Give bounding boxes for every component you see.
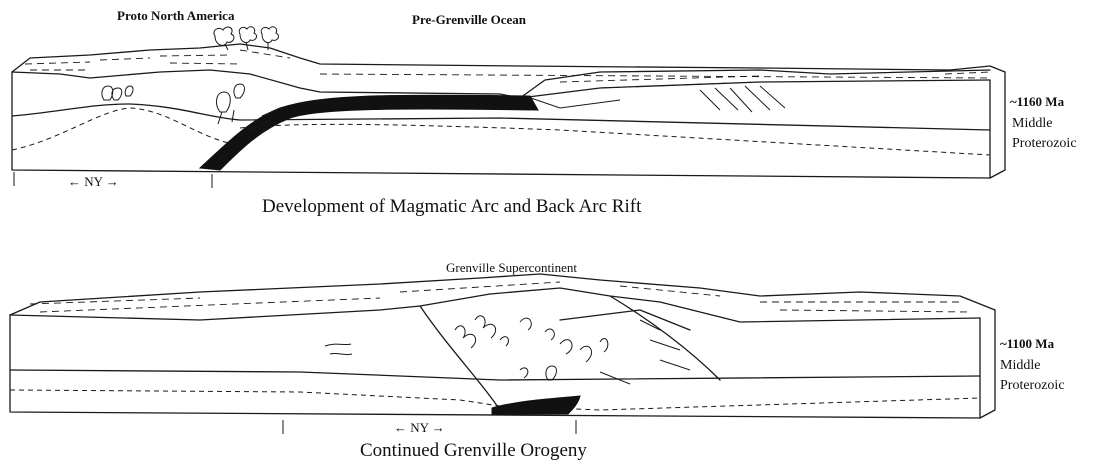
bottom-surface-back [10, 274, 995, 315]
bottom-ny-marker: ← NY → [394, 420, 445, 436]
bottom-crust-base [10, 370, 980, 380]
label-grenville-supercontinent: Grenville Supercontinent [446, 260, 577, 276]
bottom-era-line1: Middle [1000, 358, 1040, 374]
top-era-line1: Middle [1012, 116, 1052, 132]
bottom-age-label: ~1100 Ma [1000, 336, 1054, 352]
label-pre-grenville-ocean: Pre-Grenville Ocean [412, 12, 526, 28]
top-era-line2: Proterozoic [1012, 136, 1077, 152]
bottom-thrusts [600, 320, 690, 384]
top-age-label: ~1160 Ma [1010, 94, 1064, 110]
bottom-slab-root [492, 396, 580, 414]
bottom-small-lenses [325, 344, 352, 355]
bottom-fold-squiggles [455, 316, 608, 378]
top-caption: Development of Magmatic Arc and Back Arc… [262, 196, 641, 218]
bottom-pluton [546, 366, 557, 380]
label-proto-north-america: Proto North America [117, 8, 234, 24]
top-ny-marker: ← NY → [68, 174, 119, 190]
bottom-orogen-boundaries [420, 296, 720, 410]
bottom-caption: Continued Grenville Orogeny [360, 440, 587, 462]
bottom-surface-dashes [30, 282, 970, 312]
bottom-era-line2: Proterozoic [1000, 378, 1065, 394]
